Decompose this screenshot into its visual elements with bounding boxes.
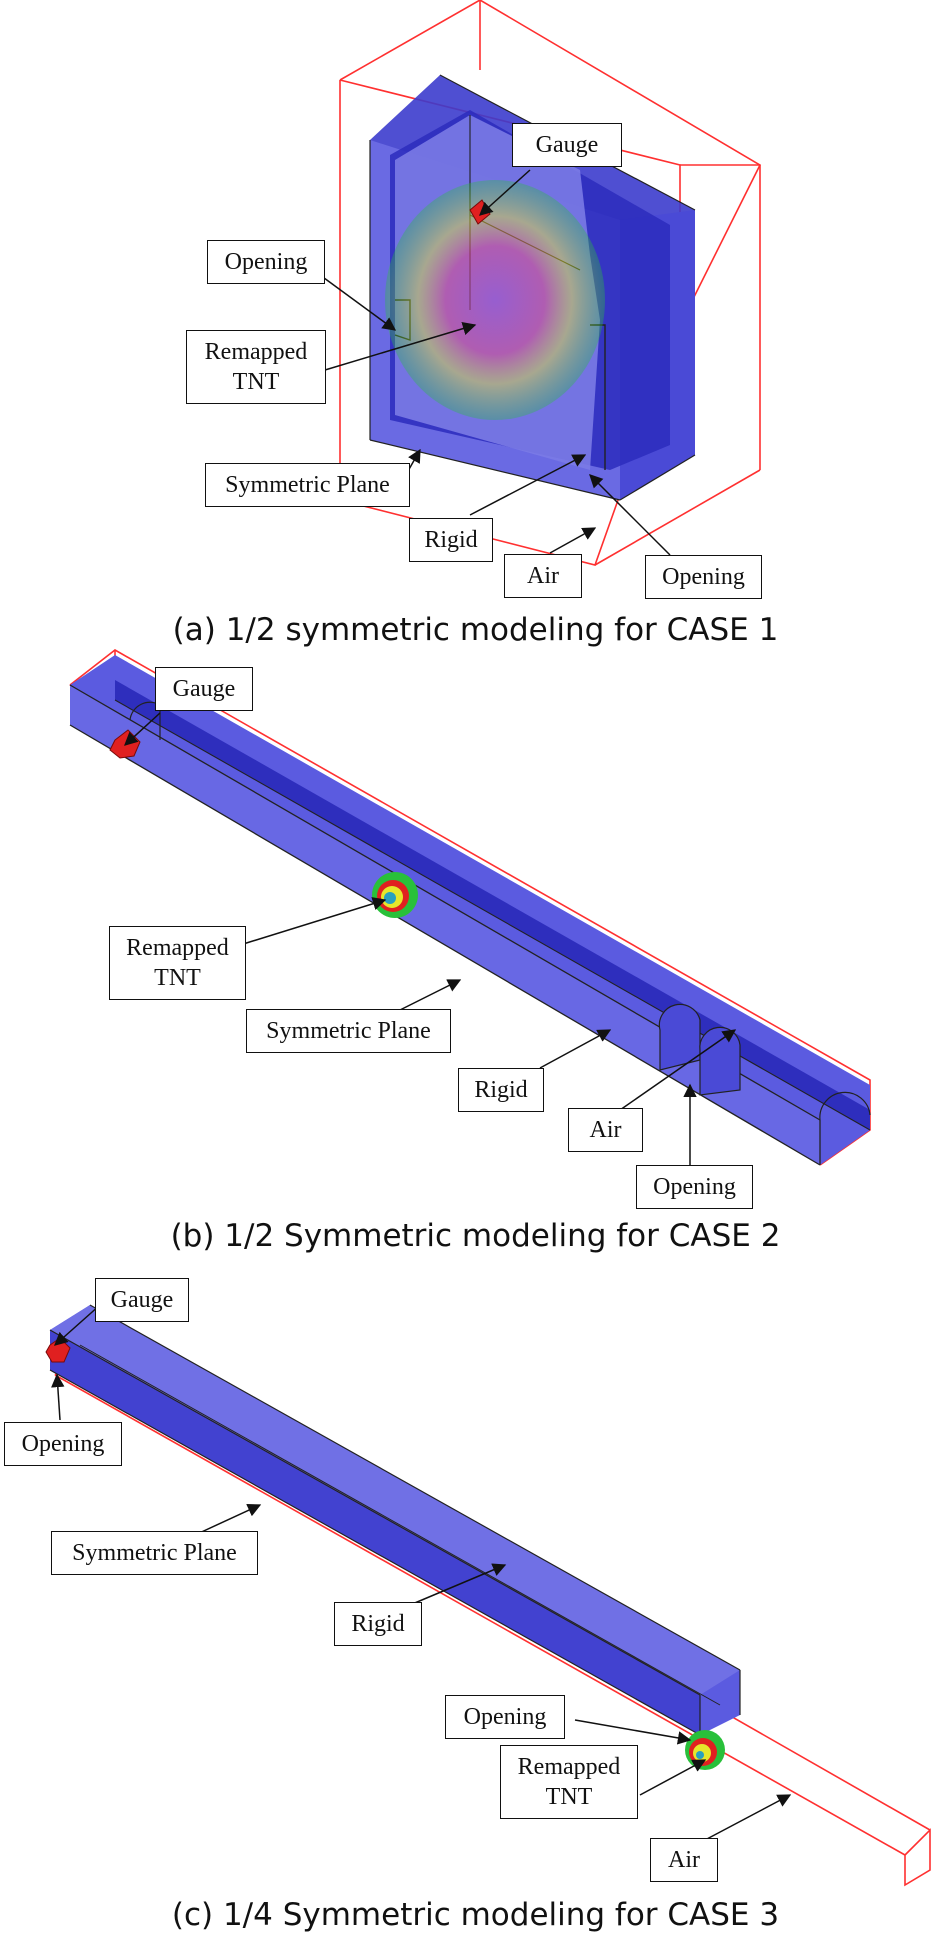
label-symmetric-plane-b: Symmetric Plane (246, 1009, 451, 1053)
panel-b-model (69, 649, 871, 1166)
label-symmetric-plane-c: Symmetric Plane (51, 1531, 258, 1575)
panel-a-model (339, 0, 762, 566)
label-rigid-b: Rigid (458, 1068, 544, 1112)
label-air-c: Air (650, 1838, 718, 1882)
leader-arrows (51, 169, 792, 1841)
caption-c: (c) 1/4 Symmetric modeling for CASE 3 (171, 1897, 780, 1933)
remapped-tnt-c (685, 1730, 725, 1770)
remapped-tnt-blob (385, 180, 605, 420)
panel-c-model (45, 1304, 931, 1887)
caption-a: (a) 1/2 symmetric modeling for CASE 1 (172, 612, 779, 648)
label-opening-left-a: Opening (207, 240, 325, 284)
rigid-tunnel (69, 655, 871, 1166)
rigid-beam (49, 1304, 741, 1736)
label-rigid-c: Rigid (334, 1602, 422, 1646)
label-remapped-tnt-b: Remapped TNT (109, 926, 246, 1000)
caption-b: (b) 1/2 Symmetric modeling for CASE 2 (170, 1218, 781, 1254)
label-symmetric-plane-a: Symmetric Plane (205, 463, 410, 507)
remapped-tnt-b (372, 872, 418, 918)
label-remapped-tnt-a: Remapped TNT (186, 330, 326, 404)
label-opening-b: Opening (636, 1165, 753, 1209)
label-remapped-tnt-c: Remapped TNT (500, 1745, 638, 1819)
label-air-b: Air (568, 1108, 643, 1152)
label-opening-bottom-c: Opening (445, 1695, 565, 1739)
label-opening-top-c: Opening (4, 1422, 122, 1466)
label-gauge-c: Gauge (95, 1278, 189, 1322)
label-gauge-a: Gauge (512, 123, 622, 167)
label-air-a: Air (504, 554, 582, 598)
label-gauge-b: Gauge (155, 667, 253, 711)
label-rigid-a: Rigid (409, 518, 493, 562)
label-opening-right-a: Opening (645, 555, 762, 599)
